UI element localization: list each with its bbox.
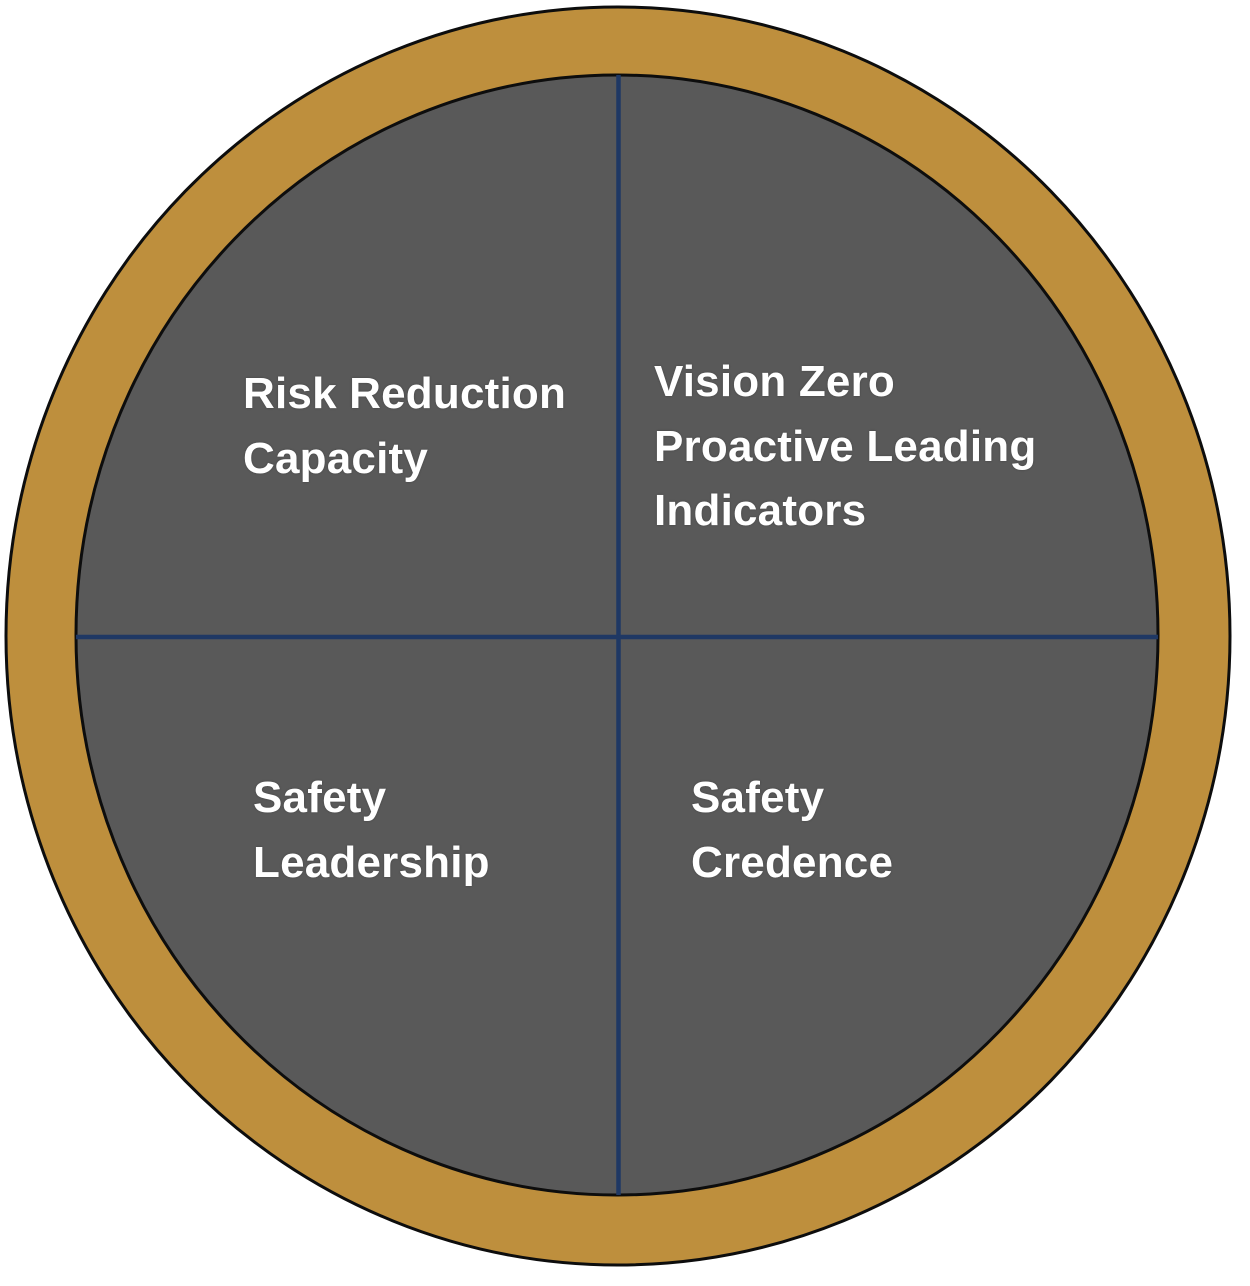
quadrant-label-safety-leadership: Safety Leadership xyxy=(253,773,490,887)
quadrant-label-risk-reduction-capacity: Risk Reduction Capacity xyxy=(243,369,567,483)
quadrant-label-vision-zero-proactive-leading-indicators: Vision Zero Proactive Leading Indicators xyxy=(654,357,1037,536)
quadrant-label-safety-credence: Safety Credence xyxy=(691,773,894,887)
